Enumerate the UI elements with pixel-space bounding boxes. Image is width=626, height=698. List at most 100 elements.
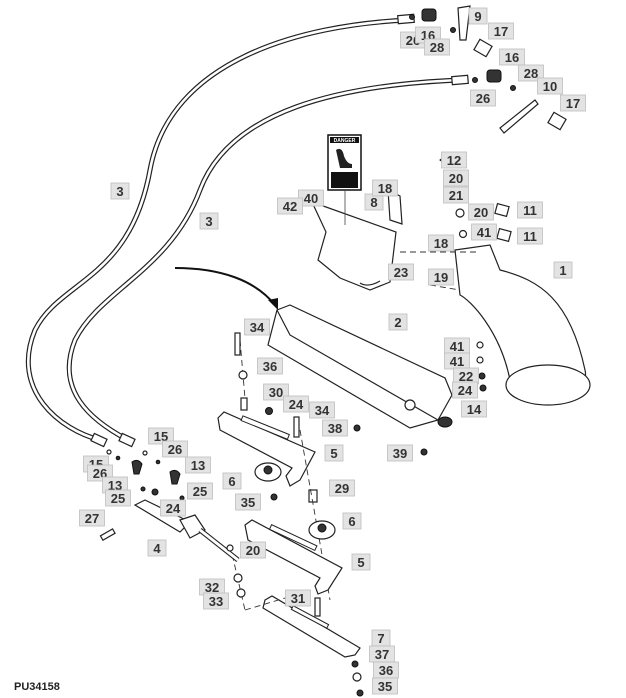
callout-number: 10	[543, 79, 557, 94]
callout-number: 32	[205, 580, 219, 595]
callout-number: 28	[430, 40, 444, 55]
callout-29: 29	[329, 479, 355, 497]
callout-38: 38	[322, 419, 348, 437]
callout-number: 20	[246, 543, 260, 558]
callout-11: 11	[517, 227, 543, 245]
callout-12: 12	[441, 151, 467, 169]
callout-number: 38	[328, 421, 342, 436]
callout-20: 20	[443, 169, 469, 187]
callout-26: 26	[162, 440, 188, 458]
callout-30: 30	[263, 383, 289, 401]
callout-number: 3	[116, 184, 123, 199]
danger-decal: DANGER	[327, 134, 362, 191]
callout-2: 2	[388, 313, 408, 331]
callout-28: 28	[518, 64, 544, 82]
callout-18: 18	[372, 179, 398, 197]
callout-number: 41	[450, 354, 464, 369]
callout-16: 16	[499, 48, 525, 66]
callout-11: 11	[517, 201, 543, 219]
callout-number: 6	[348, 514, 355, 529]
callout-number: 36	[379, 663, 393, 678]
callout-4: 4	[147, 539, 167, 557]
callout-41: 41	[444, 337, 470, 355]
callout-number: 35	[378, 679, 392, 694]
callout-21: 21	[443, 186, 469, 204]
callout-25: 25	[187, 482, 213, 500]
callout-number: 5	[357, 555, 364, 570]
callout-13: 13	[102, 476, 128, 494]
callout-9: 9	[468, 7, 488, 25]
callout-number: 30	[269, 385, 283, 400]
callout-3: 3	[110, 182, 130, 200]
figure-id: PU34158	[14, 681, 60, 693]
callout-20: 20	[240, 541, 266, 559]
callout-number: 31	[291, 591, 305, 606]
callout-18: 18	[428, 234, 454, 252]
callout-number: 36	[263, 359, 277, 374]
callout-13: 13	[185, 456, 211, 474]
callout-number: 34	[315, 403, 330, 418]
callout-number: 21	[449, 188, 463, 203]
callout-23: 23	[388, 263, 414, 281]
callout-number: 3	[205, 214, 212, 229]
callout-number: 14	[467, 402, 482, 417]
callout-number: 17	[494, 24, 508, 39]
callout-33: 33	[203, 592, 229, 610]
callout-28: 28	[424, 38, 450, 56]
callout-number: 25	[193, 484, 207, 499]
callout-number: 24	[289, 397, 304, 412]
callout-number: 20	[474, 205, 488, 220]
callout-7: 7	[371, 629, 391, 647]
callout-number: 8	[370, 195, 377, 210]
callout-number: 41	[477, 225, 491, 240]
callout-number: 29	[335, 481, 349, 496]
callout-number: 40	[304, 191, 318, 206]
callout-number: 11	[523, 229, 537, 244]
callout-number: 18	[378, 181, 392, 196]
callout-27: 27	[79, 509, 105, 527]
bracket-bottom	[262, 595, 361, 658]
callout-15: 15	[148, 427, 174, 445]
callout-number: 11	[523, 203, 537, 218]
callout-36: 36	[257, 357, 283, 375]
callout-number: 2	[394, 315, 401, 330]
callout-34: 34	[309, 401, 335, 419]
callout-22: 22	[453, 367, 479, 385]
callout-31: 31	[285, 589, 311, 607]
callout-34: 34	[244, 318, 270, 336]
callout-17: 17	[560, 94, 586, 112]
callout-42: 42	[277, 197, 303, 215]
chute-deflector	[310, 200, 397, 291]
callout-number: 4	[153, 541, 161, 556]
callout-number: 26	[476, 91, 490, 106]
callout-5: 5	[351, 553, 371, 571]
callout-number: 26	[168, 442, 182, 457]
callout-26: 26	[470, 89, 496, 107]
callout-17: 17	[488, 22, 514, 40]
callout-number: 1	[559, 263, 566, 278]
callout-number: 23	[394, 265, 408, 280]
decal-heading: DANGER	[334, 138, 356, 144]
callout-number: 12	[447, 153, 461, 168]
callout-number: 6	[228, 474, 235, 489]
callout-32: 32	[199, 578, 225, 596]
callout-41: 41	[444, 352, 470, 370]
callout-number: 28	[524, 66, 538, 81]
callout-number: 7	[377, 631, 384, 646]
callout-number: 18	[434, 236, 448, 251]
callout-37: 37	[369, 645, 395, 663]
callout-35: 35	[372, 677, 398, 695]
callout-24: 24	[283, 395, 309, 413]
callout-6: 6	[342, 512, 362, 530]
callout-number: 39	[393, 446, 407, 461]
callout-6: 6	[222, 472, 242, 490]
callout-10: 10	[537, 77, 563, 95]
callout-number: 20	[449, 171, 463, 186]
callout-41: 41	[471, 223, 497, 241]
callout-36: 36	[373, 661, 399, 679]
callout-19: 19	[428, 268, 454, 286]
callout-number: 9	[474, 9, 481, 24]
callout-number: 19	[434, 270, 448, 285]
